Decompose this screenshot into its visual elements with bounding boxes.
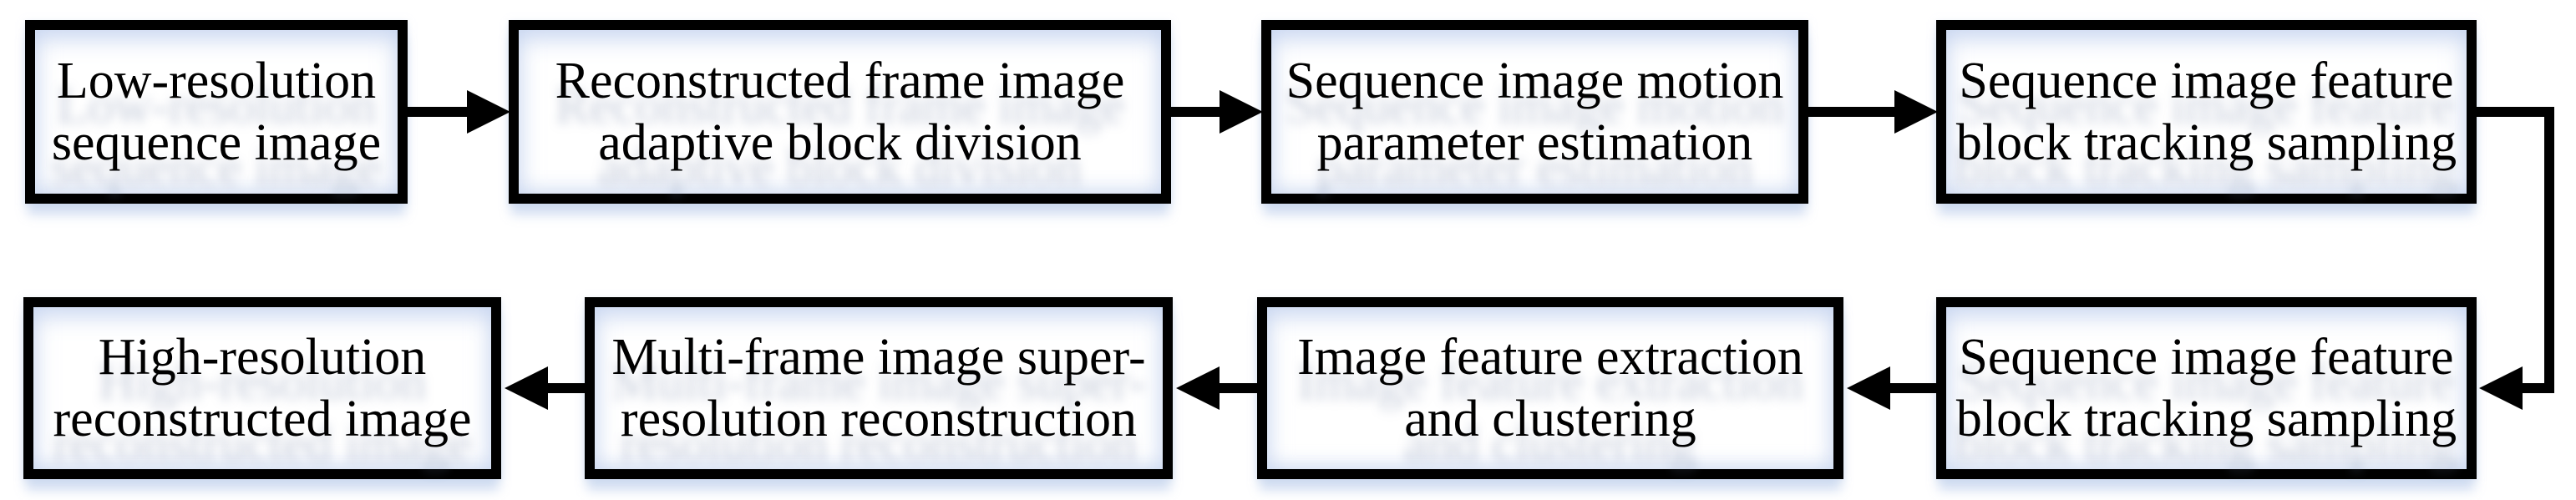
arrow-box4-to-box5-elbow	[2473, 107, 2554, 410]
arrow-box2-to-box3	[1168, 90, 1263, 134]
arrow-box5-to-box6	[1847, 366, 1940, 410]
flow-node-image-feature-extraction-and-clustering: Image feature extraction and clustering	[1257, 297, 1843, 479]
arrow-box1-to-box2	[404, 90, 510, 134]
flow-node-multi-frame-super-resolution-reconstruction: Multi-frame image super- resolution reco…	[585, 297, 1173, 479]
flow-node-sequence-image-motion-parameter-estimation: Sequence image motion parameter estimati…	[1261, 20, 1808, 204]
flow-node-high-resolution-reconstructed-image: High-resolution reconstructed image	[23, 297, 501, 479]
arrow-box6-to-box7	[1176, 366, 1260, 410]
arrow-box3-to-box4	[1805, 90, 1938, 134]
arrow-box7-to-box8	[505, 366, 588, 410]
flow-node-reconstructed-frame-adaptive-block-division: Reconstructed frame image adaptive block…	[509, 20, 1171, 204]
flow-node-sequence-image-feature-block-tracking-sampling-bottom: Sequence image feature block tracking sa…	[1936, 297, 2477, 479]
flow-node-sequence-image-feature-block-tracking-sampling-top: Sequence image feature block tracking sa…	[1936, 20, 2477, 204]
flow-node-low-resolution-sequence-image: Low-resolution sequence image	[25, 20, 408, 204]
